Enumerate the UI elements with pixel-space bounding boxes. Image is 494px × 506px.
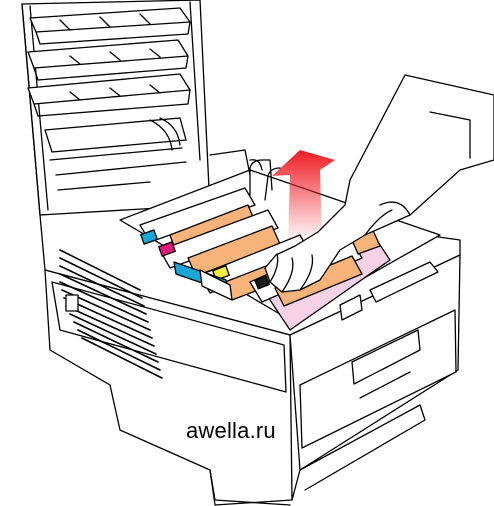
power-switch-icon xyxy=(65,294,79,312)
hand-illustration xyxy=(264,74,494,293)
cyan-marker xyxy=(140,229,158,245)
lift-arrow-icon xyxy=(272,150,335,242)
black-marker xyxy=(254,275,271,290)
paper-tray xyxy=(299,309,457,449)
open-top-cover xyxy=(21,0,211,216)
vent-grille xyxy=(59,249,163,379)
led-head-bars xyxy=(27,7,191,117)
magenta-marker xyxy=(158,241,176,257)
watermark-text: awella.ru xyxy=(186,418,276,443)
